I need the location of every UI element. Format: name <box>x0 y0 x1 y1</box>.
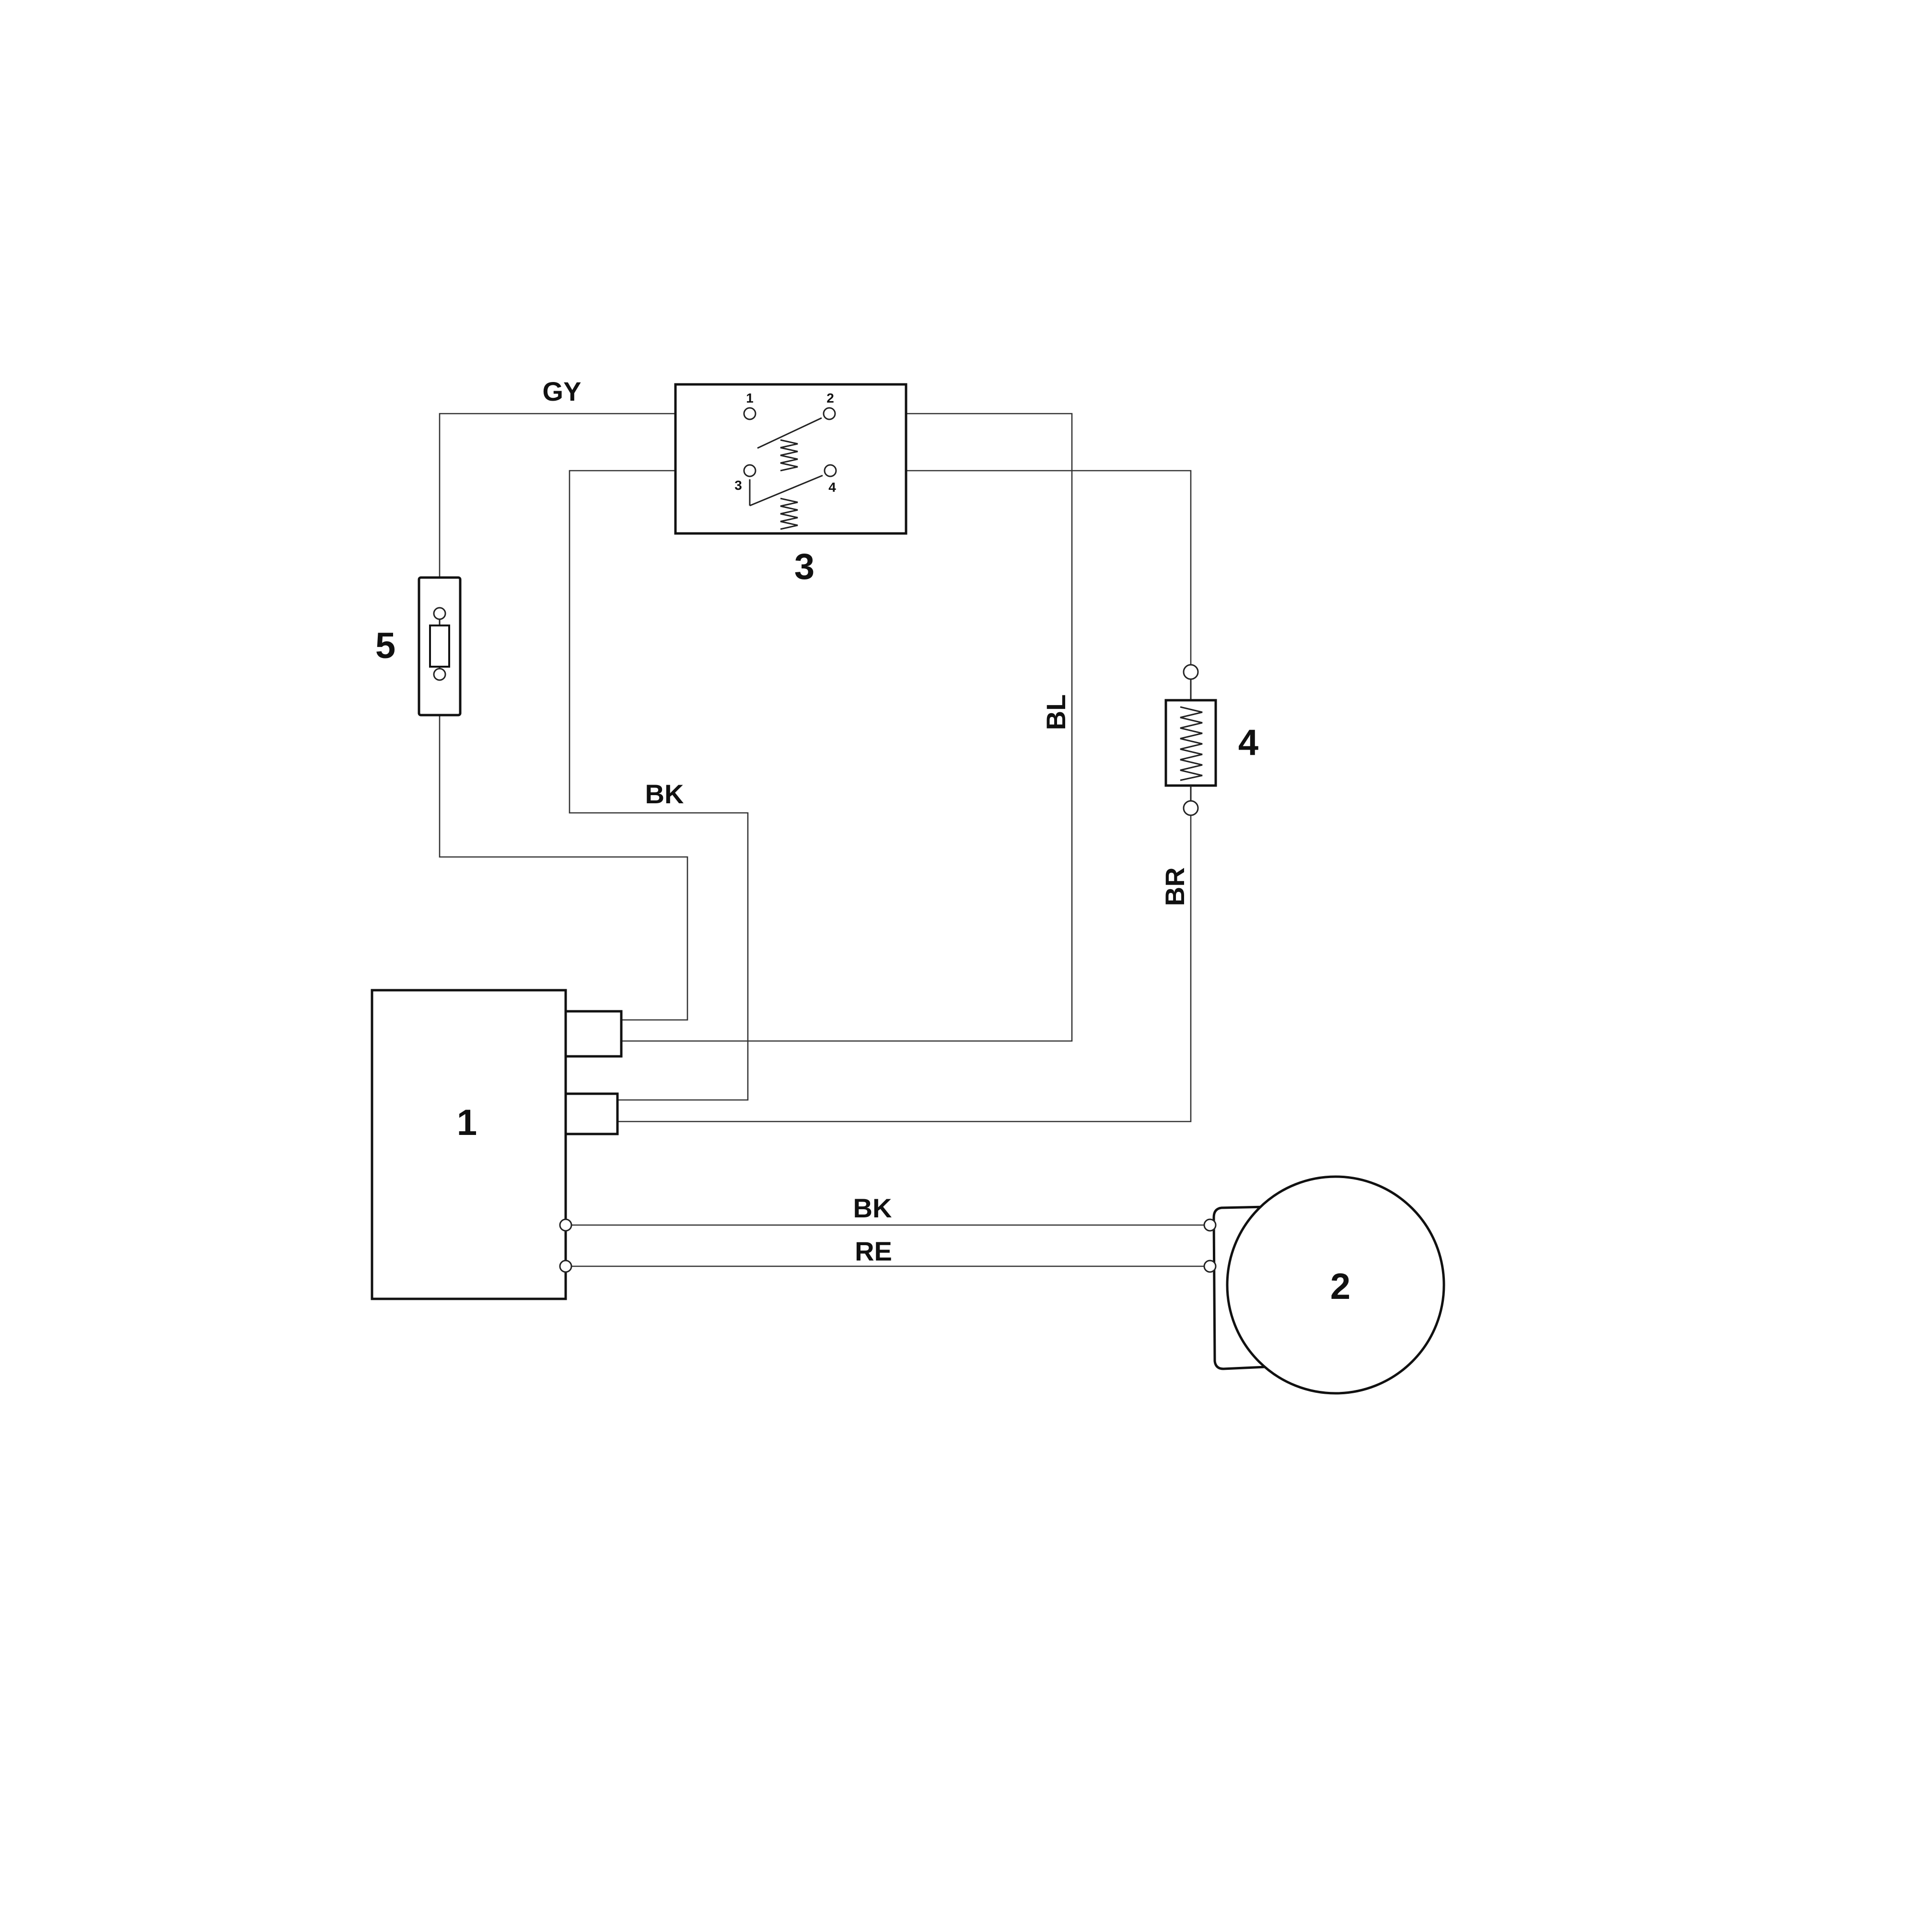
component-4-label: 4 <box>1238 722 1258 763</box>
wire-label-bl: BL <box>1041 694 1071 730</box>
motor-2 <box>1203 1175 1445 1395</box>
control-unit-1-terminal-re <box>559 1260 572 1273</box>
heater-4-terminal-bottom <box>1183 800 1199 816</box>
switch-pin-4-label: 4 <box>828 480 836 495</box>
component-2-label: 2 <box>1330 1266 1350 1307</box>
component-1-label: 1 <box>457 1102 477 1143</box>
fuse-5 <box>418 576 462 717</box>
component-3-label: 3 <box>794 546 814 587</box>
wire-bk-upper <box>569 470 750 1101</box>
switch-pin-3-terminal <box>743 464 756 477</box>
wire-label-bk-lower: BK <box>853 1193 892 1223</box>
switch-pin-1-terminal <box>743 407 756 420</box>
component-5-label: 5 <box>375 625 395 666</box>
wire-br <box>617 470 1192 1122</box>
control-unit-1-connector-a <box>564 1010 623 1058</box>
motor-2-body <box>1226 1175 1445 1395</box>
switch-spring-lower <box>780 497 798 530</box>
fuse-5-terminal-bottom <box>433 668 446 681</box>
control-unit-1-terminal-bk <box>559 1218 572 1232</box>
wire-label-re: RE <box>855 1236 892 1266</box>
switch-3: 1 2 3 4 <box>674 383 907 535</box>
motor-2-terminal-re <box>1203 1260 1217 1273</box>
switch-pin-3-label: 3 <box>734 478 742 493</box>
wire-bl <box>621 413 1073 1042</box>
switch-pin-4-terminal <box>824 464 837 477</box>
switch-lever-upper <box>757 417 822 449</box>
heater-4 <box>1164 664 1217 816</box>
heater-4-coil <box>1180 706 1203 781</box>
switch-pin-2-terminal <box>823 407 836 420</box>
switch-pin-2-label: 2 <box>826 391 834 405</box>
motor-2-terminal-bk <box>1203 1218 1217 1232</box>
fuse-5-terminal-top <box>433 607 446 620</box>
control-unit-1-body <box>371 989 567 1300</box>
wire-label-gy: GY <box>543 376 581 406</box>
wire-gy <box>439 413 750 1021</box>
wire-label-bk-upper: BK <box>645 779 684 809</box>
switch-lever-lower <box>749 474 823 507</box>
switch-spring-upper <box>780 439 798 472</box>
heater-4-terminal-top <box>1183 664 1199 680</box>
fuse-5-element <box>429 625 450 668</box>
control-unit-1 <box>371 989 623 1300</box>
wire-label-br: BR <box>1160 868 1190 906</box>
control-unit-1-connector-b <box>564 1092 619 1135</box>
switch-pin-1-label: 1 <box>746 391 754 405</box>
